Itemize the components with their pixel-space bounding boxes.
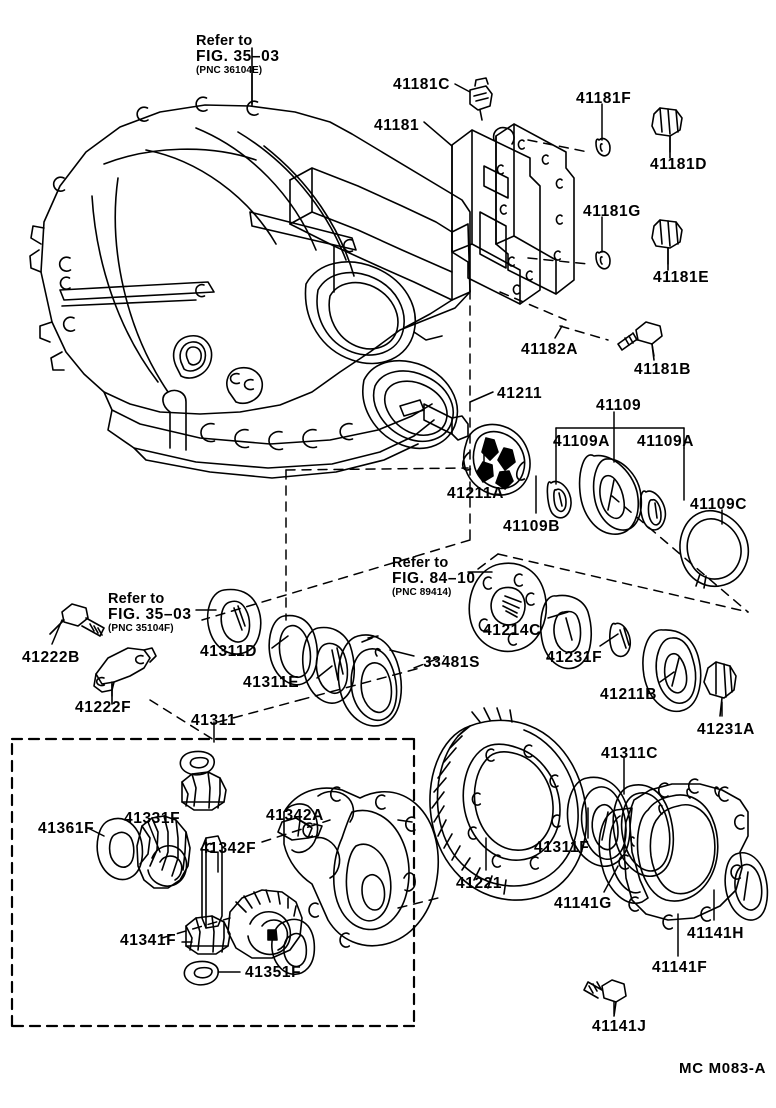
part-label-41141J: 41141J — [592, 1018, 647, 1035]
part-label-41311F: 41311F — [534, 839, 590, 856]
part-label-41341F: 41341F — [120, 932, 177, 949]
part-label-41211A: 41211A — [447, 485, 505, 502]
part-41361F-washer-lower — [271, 918, 316, 975]
part-label-41231A: 41231A — [697, 721, 755, 738]
part-41331F-side-gear — [136, 815, 191, 889]
part-label-41109: 41109 — [596, 397, 642, 414]
part-41109B-bearing — [546, 480, 572, 519]
part-label-33481S: 33481S — [423, 654, 481, 671]
part-label-41311E: 41311E — [243, 674, 300, 691]
part-41109-bearing — [578, 454, 643, 535]
part-41361F-washer — [96, 817, 144, 881]
reference-note-fig-35-03-left: Refer to FIG. 35–03 (PNC 35104F) — [108, 592, 192, 634]
part-41231F-bushing — [609, 622, 632, 658]
part-label-41214C: 41214C — [483, 622, 541, 639]
part-label-41311: 41311 — [191, 712, 237, 729]
part-41211B-bearing — [642, 629, 702, 713]
part-41222F-bracket — [93, 647, 157, 705]
part-41181B-bolt — [617, 321, 663, 361]
part-33481S-seal — [337, 634, 403, 727]
part-label-41181C: 41181C — [393, 76, 451, 93]
part-label-41181F: 41181F — [576, 90, 632, 107]
part-41141G-gasket — [598, 807, 649, 905]
part-label-41181E: 41181E — [653, 269, 710, 286]
part-label-41222F: 41222F — [75, 699, 132, 716]
part-label-41222B: 41222B — [22, 649, 80, 666]
part-label-41211: 41211 — [497, 385, 543, 402]
part-label-41109C: 41109C — [690, 496, 748, 513]
assembly-guide-dashes — [201, 139, 749, 669]
part-label-41141F: 41141F — [652, 959, 708, 976]
reference-line-3: (PNC 89414) — [392, 586, 452, 598]
reference-note-fig-84-10: Refer to FIG. 84–10 (PNC 89414) — [392, 556, 476, 598]
reference-line-2: FIG. 84–10 — [392, 569, 476, 587]
part-label-41181: 41181 — [374, 117, 420, 134]
part-41231A-nut — [703, 661, 737, 717]
part-label-41141H: 41141H — [687, 925, 745, 942]
reference-line-1: Refer to — [108, 591, 165, 607]
part-label-41361F: 41361F — [38, 820, 95, 837]
part-41341F-pinion-gear-top — [181, 771, 227, 811]
reference-note-fig-35-03-top: Refer to FIG. 35–03 (PNC 36104E) — [196, 34, 280, 76]
part-41311-differential-case — [283, 786, 439, 948]
part-label-41331F: 41331F — [124, 810, 181, 827]
part-label-41181B: 41181B — [634, 361, 692, 378]
part-label-41221: 41221 — [456, 875, 503, 892]
transmission-case-body — [29, 47, 471, 479]
part-41211-shaft — [399, 399, 531, 496]
part-41109A-bearing — [639, 490, 667, 531]
part-41181G-washer — [595, 250, 611, 270]
differential-assembly-dashed-box — [10, 737, 416, 1028]
part-41181E-plug — [651, 219, 683, 271]
part-label-41211B: 41211B — [600, 686, 658, 703]
part-41214C-drive-gear — [468, 562, 547, 653]
part-41351F-washer-top — [179, 750, 215, 776]
reference-line-2: FIG. 35–03 — [196, 47, 280, 65]
part-41141J-bolt — [583, 979, 627, 1017]
differential-leader-dashes — [149, 667, 439, 939]
reference-line-3: (PNC 35104F) — [108, 622, 174, 634]
part-41221-ring-gear — [429, 707, 588, 901]
part-label-41109B: 41109B — [503, 518, 561, 535]
case-cover-and-gasket — [451, 123, 575, 305]
part-label-41109A-left: 41109A — [553, 433, 611, 450]
part-label-41342F: 41342F — [200, 840, 257, 857]
part-41141F-cover — [618, 778, 749, 930]
part-label-41181D: 41181D — [650, 156, 708, 173]
part-41231F-collar — [540, 594, 592, 670]
part-label-41141G: 41141G — [554, 895, 612, 912]
part-41342F-pin — [201, 835, 223, 929]
reference-line-1: Refer to — [196, 33, 253, 49]
part-41181D-plug — [651, 107, 683, 159]
part-label-41182A: 41182A — [521, 341, 579, 358]
part-label-41351F: 41351F — [245, 964, 302, 981]
part-41181C-switch — [469, 77, 493, 121]
part-41351F-washer — [183, 960, 219, 986]
part-41341F-pinion-gear — [185, 915, 231, 955]
part-label-41231F: 41231F — [546, 649, 603, 666]
part-41109C-snap-ring — [679, 509, 749, 589]
leader-lines — [51, 73, 723, 1015]
reference-line-1: Refer to — [392, 555, 449, 571]
part-label-41181G: 41181G — [583, 203, 641, 220]
part-41331F-side-gear-lower — [227, 889, 303, 959]
drawing-code: MC M083-A — [679, 1060, 767, 1077]
part-label-41342A: 41342A — [266, 807, 324, 824]
part-label-41109A-right: 41109A — [637, 433, 695, 450]
reference-line-3: (PNC 36104E) — [196, 64, 263, 76]
part-41311E-bearing — [302, 626, 356, 704]
part-label-41311D: 41311D — [200, 643, 258, 660]
part-41141H-seal — [724, 852, 769, 921]
part-41181F-washer — [595, 137, 611, 157]
part-label-41311C: 41311C — [601, 745, 659, 762]
reference-line-2: FIG. 35–03 — [108, 605, 192, 623]
